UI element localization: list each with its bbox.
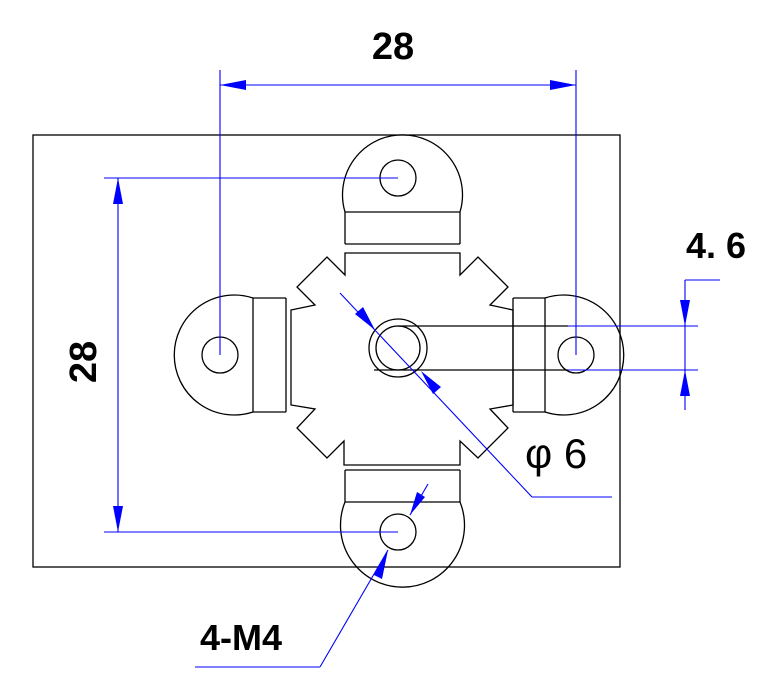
dimension-horizontal-28: 28: [219, 26, 577, 355]
star-body: [290, 252, 514, 466]
lug-bottom: [339, 469, 466, 588]
dim-slot-label: 4. 6: [686, 225, 746, 266]
lug-top: [341, 134, 464, 245]
lug-left: [173, 294, 287, 416]
lug-right: [512, 294, 625, 416]
dimension-slot-4-6: 4. 6: [568, 225, 746, 410]
dim-mount-label: 4-M4: [200, 617, 282, 658]
leader-center-bore: φ 6: [339, 292, 612, 498]
leader-mount-holes: 4-M4: [195, 483, 429, 668]
base-plate: [32, 134, 621, 568]
center-bore: [368, 318, 428, 378]
dimension-vertical-28: 28: [63, 177, 398, 533]
dim-bore-label: φ 6: [525, 430, 587, 477]
dim-vertical-label: 28: [63, 341, 105, 383]
dim-horizontal-label: 28: [372, 26, 414, 68]
